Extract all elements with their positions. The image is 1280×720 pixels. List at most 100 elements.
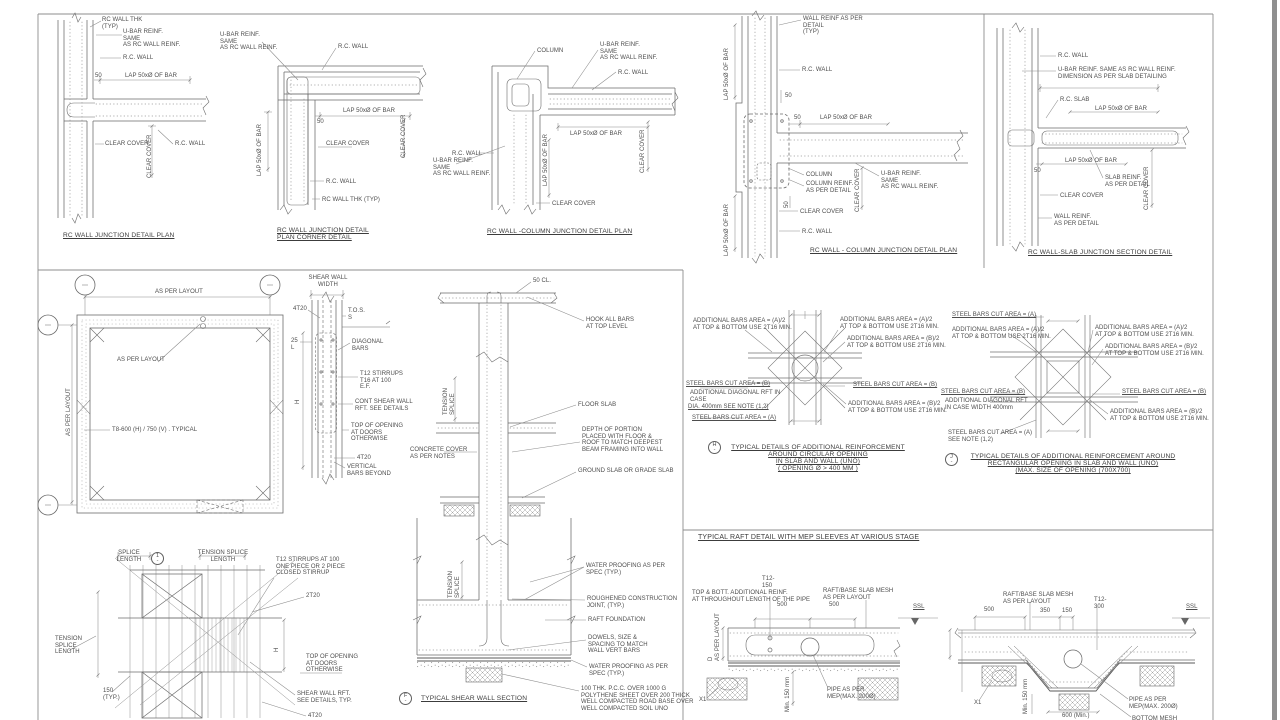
opening-dim-tsl-left: TENSION SPLICE LENGTH [55,636,83,656]
f-label-floor-slab: FLOOR SLAB [578,402,617,408]
d4-dim-50b: 50 [794,115,801,121]
d2-rebar [289,79,419,203]
d5-label-clear-cover-v: CLEAR COVER [1144,166,1150,210]
d5-dim-lap-a: LAP 50xØ OF BAR [1095,106,1147,112]
wallsec-label-stirrups: T12 STIRRUPS T16 AT 100 E.F. [360,371,403,391]
d4-label-clear-cover-v: CLEAR COVER [855,168,861,212]
d5-label-rc-wall: R.C. WALL [1058,53,1089,59]
wallsec-label-25: 25 L [291,338,298,351]
d2-title: RC WALL JUNCTION DETAIL PLAN CORNER DETA… [277,227,369,241]
wallsec-dim-h: H [295,399,301,404]
opening-label-rft: SHEAR WALL RFT. SEE DETAILS, TYP. [297,691,352,704]
d4-title: RC WALL - COLUMN JUNCTION DETAIL PLAN [810,247,958,254]
raft1-dim-d-layout: D AS PER LAYOUT [708,613,721,661]
f-rebar [418,297,570,651]
opening-grid-bubble: 1 - [151,552,164,565]
d4-dims [733,19,890,252]
d1-rebar [69,21,205,217]
plan-rebar [81,319,279,509]
d5-label-clear-cover: CLEAR COVER [1060,193,1104,199]
plan-dim-left: AS PER LAYOUT [66,388,72,436]
raft1-label-topbott: TOP & BOTT. ADDITIONAL REINF. AT THROUGH… [692,590,811,603]
d3-label-column: COLUMN [537,48,564,54]
d4-rebar [754,17,966,257]
f-label-ground-slab: GROUND SLAB OR GRADE SLAB [578,468,674,474]
h-label-a2-left: ADDITIONAL BARS AREA = (A)/2 AT TOP & BO… [693,318,792,331]
d3-label-ubar-l: U-BAR REINF. SAME AS RC WALL REINF. [433,158,491,178]
d1-label-clear-cover-v: CLEAR COVER [147,134,153,178]
d2-linework [277,65,427,215]
d4-label-column: COLUMN [806,172,833,178]
h-label-note: DIA. 400mm SEE NOTE (1,2) [688,404,769,410]
wallsec-label-vert: VERTICAL BARS BEYOND [347,464,391,477]
d3-label-ubar-r: U-BAR REINF. SAME AS RC WALL REINF. [600,42,658,62]
raft2-linework [954,627,1197,711]
raft1-label-mesh: RAFT/BASE SLAB MESH AS PER LAYOUT [823,588,894,601]
wallsec-label-bars-top: 4T20 [293,306,307,312]
d4-label-col-reinf: COLUMN REINF. AS PER DETAIL [806,181,854,194]
panel-borders [37,13,1214,720]
wallsec-linework [311,291,391,485]
d5-label-slab-reinf: SLAB REINF. AS PER DETAIL [1105,175,1150,188]
h-label-cut-b-right: STEEL BARS CUT AREA = (B) [853,382,938,388]
d2-label-rc-wall-2: R.C. WALL [326,179,357,185]
f-label-pcc: 100 THK. P.C.C. OVER 1000 G POLYTHENE SH… [581,686,694,713]
d5-dim-50: 50 [1034,168,1041,174]
d4-dim-50a: 50 [785,93,792,99]
d3-label-clear-cover-v: CLEAR COVER [640,129,646,173]
opening-label-topop: TOP OF OPENING AT DOORS OTHERWISE [306,654,359,674]
h-label-b2-right-bot: ADDITIONAL BARS AREA = (B)/2 AT TOP & BO… [848,401,947,414]
opening-label-4t20: 4T20 [308,713,322,719]
d3-title: RC WALL -COLUMN JUNCTION DETAIL PLAN [487,228,633,235]
d1-label-ubar: U-BAR REINF. SAME AS RC WALL REINF. [123,29,181,49]
d3-label-rc-wall: R.C. WALL [618,70,649,76]
d2-dim-50: 50 [317,119,324,125]
d2-label-rc-wall: R.C. WALL [338,44,369,50]
d3-linework [491,65,679,215]
raft1-dims [707,596,938,706]
opening-label-stirrups: T12 STIRRUPS AT 100 ONE PIECE OR 2 PIECE… [276,557,346,577]
d5-rebar [1009,29,1183,245]
f-dim-tension-splice-2: TENSION SPLICE [448,570,461,598]
plan-dims [58,295,272,506]
h-label-diag: ADDITIONAL DIAGONAL RFT IN CASE [690,390,781,403]
raft1-dim-500a: 500 [777,602,788,608]
d4-dim-lap-h: LAP 50xØ OF BAR [820,115,872,121]
wallsec-label-tos: T.O.S. S [348,308,365,321]
raft2-dims [948,602,1210,718]
raft1-label-t12: T12-150 [762,576,775,589]
d1-label-rc-wall-b: R.C. WALL [175,141,206,147]
raft1-dim-min150: Min. 150 mm [785,676,791,712]
d1-label-rc-wall-a: R.C. WALL [123,55,154,61]
d3-label-clear-cover: CLEAR COVER [552,201,596,207]
raft1-dim-500b: 500 [829,602,840,608]
d5-label-wall-reinf: WALL REINF. AS PER DETAIL [1054,214,1099,227]
d2-label-clear-cover-v: CLEAR COVER [401,114,407,158]
j-label-cut-a-top: STEEL BARS CUT AREA = (A) [952,312,1037,318]
raft2-dim-500: 500 [984,607,995,613]
d2-dim-lap-v: LAP 50xØ OF BAR [257,124,263,176]
d2-label-clear-cover: CLEAR COVER [326,141,370,147]
d1-linework [57,12,210,224]
f-label-depth: DEPTH OF PORTION PLACED WITH FLOOR & ROO… [582,427,664,454]
d4-label-wall-reinf: WALL REINF AS PER DETAIL (TYP) [803,16,863,36]
f-detail-tag: F - [399,692,412,705]
d4-linework [735,10,968,264]
f-dim-50cl: 50 CL. [533,278,551,284]
raft2-dim-150: 150 [1062,608,1073,614]
d5-dims [1022,55,1160,219]
f-linework [412,291,576,683]
raft2-label-t12: T12-300 [1094,597,1107,610]
raft2-dim-min150: Min. 150 mm [1023,678,1029,714]
d1-dim-50: 50 [95,73,102,79]
scrollbar[interactable] [1272,0,1277,720]
d4-label-rc-wall-b: R.C. WALL [802,229,833,235]
d2-label-ubar: U-BAR REINF. SAME AS RC WALL REINF. [220,32,278,52]
raft2-label-bottom-mesh: BOTTOM MESH [1132,716,1178,720]
plan-linework [37,274,284,516]
opening-dim-tsl: TENSION SPLICE LENGTH [197,550,249,563]
h-label-cut-a: STEEL BARS CUT AREA = (A) [692,415,777,421]
d4-dim-lap-v-bot: LAP 50xØ OF BAR [724,204,730,256]
f-label-waterproof-1: WATER PROOFING AS PER SPEC (TYP.) [586,563,666,576]
